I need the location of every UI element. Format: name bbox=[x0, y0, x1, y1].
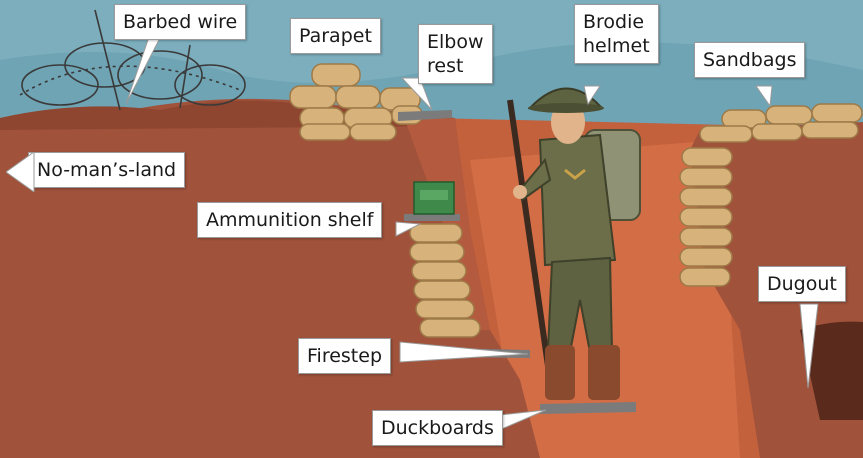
soldier-hand bbox=[513, 185, 527, 199]
revetment-sandbags-right bbox=[679, 147, 733, 287]
no-mans-land-ground bbox=[0, 98, 540, 458]
rank-chevron bbox=[564, 168, 586, 180]
parados-sandbags-top bbox=[699, 103, 863, 143]
elbow-rest-plank bbox=[398, 110, 452, 121]
dugout-opening bbox=[800, 321, 863, 420]
label-duckboards: Duckboards bbox=[372, 410, 503, 446]
revetment-sandbags-left bbox=[409, 223, 481, 338]
barbed-wire bbox=[19, 9, 246, 111]
soldier-arm bbox=[518, 157, 552, 202]
label-firestep: Firestep bbox=[298, 338, 392, 374]
no-mans-land-arrow-icon bbox=[6, 152, 35, 192]
label-barbed-wire: Barbed wire bbox=[114, 4, 247, 40]
label-no-mans-land: No-man’s-land bbox=[28, 152, 186, 188]
label-sandbags: Sandbags bbox=[694, 42, 806, 78]
leader-lines bbox=[125, 33, 819, 435]
soldier-boot-right bbox=[588, 345, 620, 400]
label-brodie-helmet: Brodie helmet bbox=[574, 4, 659, 64]
label-ammunition-shelf: Ammunition shelf bbox=[197, 202, 383, 238]
label-dugout: Dugout bbox=[758, 266, 846, 302]
brodie-helmet bbox=[527, 87, 603, 110]
duckboards bbox=[540, 402, 636, 414]
ammunition-shelf-plank bbox=[404, 214, 460, 221]
rifle bbox=[507, 99, 553, 381]
soldier bbox=[507, 87, 641, 400]
soldier-boot-left bbox=[545, 345, 575, 400]
label-parapet: Parapet bbox=[290, 18, 381, 54]
ammunition-box-lid bbox=[420, 190, 448, 200]
label-elbow-rest: Elbow rest bbox=[418, 24, 493, 84]
helmet-brim bbox=[528, 103, 604, 113]
